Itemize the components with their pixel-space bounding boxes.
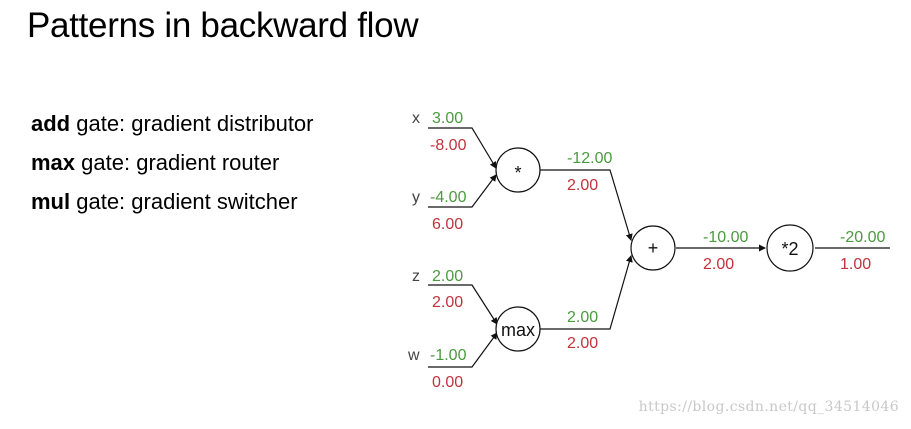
input-name-w: w bbox=[407, 347, 420, 364]
edge-z bbox=[428, 284, 498, 325]
bullet-add-gate: add gate: gradient distributor bbox=[31, 107, 314, 146]
add-gate-label: + bbox=[648, 238, 659, 258]
bullet-list: add gate: gradient distributor max gate:… bbox=[31, 107, 314, 224]
forward-value-add-out: -10.00 bbox=[703, 229, 748, 246]
bullet-mul-gate: mul gate: gradient switcher bbox=[31, 185, 314, 224]
edge-y bbox=[428, 174, 497, 208]
gradient-value-z: 2.00 bbox=[432, 294, 463, 311]
gradient-value-add-out: 2.00 bbox=[703, 256, 734, 273]
gradient-value-max-out: 2.00 bbox=[567, 335, 598, 352]
gradient-value-x: -8.00 bbox=[430, 137, 467, 154]
bullet-text: gate: gradient switcher bbox=[70, 189, 298, 214]
scale-gate-label: *2 bbox=[781, 239, 798, 259]
gradient-value-mul-out: 2.00 bbox=[567, 177, 598, 194]
forward-value-y: -4.00 bbox=[430, 189, 467, 206]
edge-x bbox=[428, 127, 497, 169]
bullet-max-gate: max gate: gradient router bbox=[31, 146, 314, 185]
bullet-keyword: max bbox=[31, 150, 76, 175]
bullet-text: gate: gradient router bbox=[75, 150, 280, 175]
add-gate-node bbox=[630, 225, 676, 271]
forward-value-final-out: -20.00 bbox=[840, 229, 885, 246]
scale-gate-node bbox=[766, 224, 814, 272]
forward-value-w: -1.00 bbox=[430, 347, 467, 364]
mul-gate-node bbox=[495, 147, 541, 193]
page-title: Patterns in backward flow bbox=[27, 6, 419, 45]
forward-value-mul-out: -12.00 bbox=[567, 150, 612, 167]
gradient-value-y: 6.00 bbox=[432, 216, 463, 233]
bullet-text: gate: gradient distributor bbox=[70, 111, 314, 136]
max-gate-label: max bbox=[501, 320, 535, 340]
gradient-value-w: 0.00 bbox=[432, 374, 463, 391]
max-gate-node bbox=[495, 306, 541, 352]
edge-max-out bbox=[540, 255, 633, 330]
input-name-x: x bbox=[412, 110, 420, 127]
edge-w bbox=[428, 332, 498, 368]
forward-value-z: 2.00 bbox=[432, 268, 463, 285]
forward-value-x: 3.00 bbox=[432, 110, 463, 127]
gradient-value-final-out: 1.00 bbox=[840, 256, 871, 273]
mul-gate-label: * bbox=[514, 163, 521, 183]
input-name-y: y bbox=[412, 189, 420, 206]
bullet-keyword: mul bbox=[31, 189, 71, 214]
bullet-keyword: add bbox=[31, 111, 71, 136]
watermark: https://blog.csdn.net/qq_34514046 bbox=[638, 399, 899, 415]
input-name-z: z bbox=[412, 268, 420, 285]
edge-mul-out bbox=[540, 169, 633, 241]
forward-value-max-out: 2.00 bbox=[567, 309, 598, 326]
